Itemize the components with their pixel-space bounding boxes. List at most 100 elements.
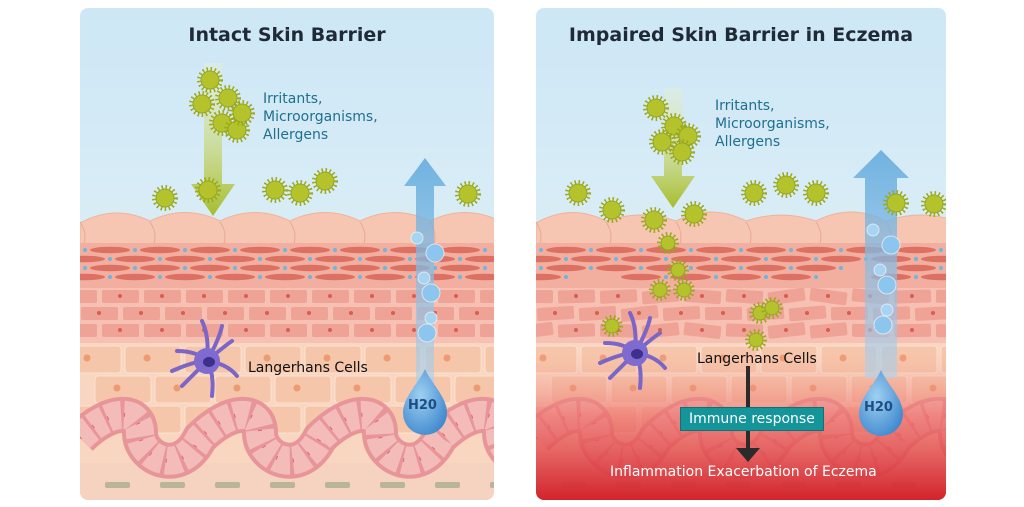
lipid-dot xyxy=(539,248,543,252)
lipid-cell xyxy=(240,265,280,271)
lipid-dot xyxy=(183,266,187,270)
cell-nucleus xyxy=(244,294,248,298)
intact-skin-illustration xyxy=(80,8,494,500)
water-drop-label: H20 xyxy=(408,398,437,413)
water-molecule-icon xyxy=(867,224,879,236)
lipid-dot xyxy=(283,248,287,252)
brick-cell xyxy=(831,307,868,320)
cell-nucleus xyxy=(474,385,481,392)
lipid-cell xyxy=(571,256,611,262)
lipid-cell xyxy=(796,247,836,253)
cell-nucleus xyxy=(454,328,458,332)
allergen-icon xyxy=(661,236,675,250)
lipid-dot xyxy=(764,275,768,279)
lipid-cell xyxy=(290,265,330,271)
lipid-cell xyxy=(140,247,180,253)
lipid-dot xyxy=(614,257,618,261)
cell-nucleus xyxy=(244,328,248,332)
brick-cell xyxy=(438,290,475,303)
brick-cell xyxy=(936,290,946,304)
brick-cell xyxy=(375,307,412,320)
lipid-cell xyxy=(596,265,636,271)
cell-nucleus xyxy=(181,311,185,315)
brick-cell xyxy=(480,324,494,337)
allergen-icon xyxy=(459,185,477,203)
cell-nucleus xyxy=(294,385,301,392)
lipid-dot xyxy=(839,248,843,252)
capillary xyxy=(215,482,240,488)
allergen-icon xyxy=(201,71,219,89)
keratinocyte xyxy=(155,376,211,403)
cell-nucleus xyxy=(97,311,101,315)
lipid-cell xyxy=(190,247,230,253)
brick-cell xyxy=(207,307,244,320)
allergen-icon xyxy=(749,333,763,347)
allergen-icon xyxy=(199,181,217,199)
lipid-cell xyxy=(115,274,155,280)
allergen-icon xyxy=(233,104,251,122)
cell-nucleus xyxy=(384,355,391,362)
allergen-icon xyxy=(745,184,763,202)
lipid-cell xyxy=(365,256,405,262)
lipid-dot xyxy=(814,275,818,279)
brick-cell xyxy=(894,289,931,303)
brick-cell xyxy=(726,289,764,304)
lipid-cell xyxy=(796,265,836,271)
lipid-dot xyxy=(408,257,412,261)
lipid-dot xyxy=(714,257,718,261)
lipid-dot xyxy=(133,266,137,270)
cell-nucleus xyxy=(475,311,479,315)
irritants-line: Microorganisms, xyxy=(715,115,830,133)
lipid-dot xyxy=(639,266,643,270)
brick-cell xyxy=(165,307,202,320)
lipid-cell xyxy=(340,247,380,253)
lipid-dot xyxy=(458,275,462,279)
brick-cell xyxy=(600,289,638,304)
lipid-cell xyxy=(165,256,205,262)
lipid-dot xyxy=(689,248,693,252)
lipid-dot xyxy=(714,275,718,279)
brick-cell xyxy=(291,307,328,320)
brick-cell xyxy=(270,290,307,303)
lipid-cell xyxy=(315,274,355,280)
brick-cell xyxy=(894,324,931,338)
water-molecule-icon xyxy=(422,284,440,302)
cell-nucleus xyxy=(174,385,181,392)
lipid-dot xyxy=(158,257,162,261)
lipid-dot xyxy=(158,275,162,279)
panel-title: Impaired Skin Barrier in Eczema xyxy=(536,24,946,46)
lipid-dot xyxy=(483,266,487,270)
lipid-cell xyxy=(440,265,480,271)
lipid-cell xyxy=(771,274,811,280)
cell-nucleus xyxy=(265,311,269,315)
brick-cell xyxy=(936,324,946,337)
allergen-icon xyxy=(219,89,237,107)
lipid-dot xyxy=(664,257,668,261)
lipid-cell xyxy=(90,265,130,271)
lipid-dot xyxy=(789,266,793,270)
allergen-icon xyxy=(807,184,825,202)
lipid-dot xyxy=(639,248,643,252)
cell-nucleus xyxy=(139,311,143,315)
lipid-cell xyxy=(265,274,305,280)
lipid-dot xyxy=(739,266,743,270)
keratinocyte xyxy=(485,346,494,373)
lipid-cell xyxy=(896,265,936,271)
brick-cell xyxy=(144,290,181,303)
brick-cell xyxy=(936,324,946,337)
lipid-dot xyxy=(358,275,362,279)
brick-cell xyxy=(480,324,494,337)
lipid-dot xyxy=(183,248,187,252)
lipid-cell xyxy=(315,256,355,262)
allergen-icon xyxy=(266,181,284,199)
langerhans-label: Langerhans Cells xyxy=(697,351,817,367)
water-molecule-icon xyxy=(878,276,896,294)
lipid-cell xyxy=(240,247,280,253)
lipid-dot xyxy=(589,266,593,270)
lipid-cell xyxy=(115,256,155,262)
allergen-icon xyxy=(765,301,779,315)
cell-nucleus xyxy=(118,294,122,298)
lipid-cell xyxy=(440,247,480,253)
brick-cell xyxy=(270,324,307,337)
lipid-dot xyxy=(914,275,918,279)
